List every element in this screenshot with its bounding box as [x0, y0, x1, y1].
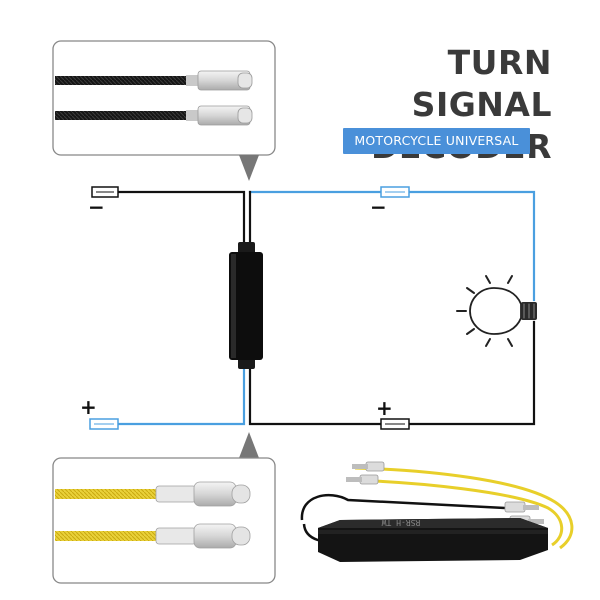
black-wire	[116, 190, 246, 255]
callout-pointer	[239, 432, 259, 458]
callout-pointer	[239, 155, 259, 181]
light-bulb-icon	[456, 275, 537, 347]
plus-sign-left: +	[80, 395, 97, 419]
connector-symbol	[89, 418, 119, 430]
yellow-wire	[347, 478, 564, 547]
black-wire	[407, 320, 536, 426]
blue-wire	[248, 190, 536, 302]
bullet-connector	[186, 105, 253, 126]
black-wire	[55, 76, 190, 85]
bullet-connector	[186, 70, 253, 91]
black-wire-inset	[52, 40, 276, 156]
bullet-connector	[155, 481, 251, 507]
black-wire	[55, 111, 190, 120]
yellow-wire	[55, 489, 160, 499]
title-line-1: TURN SIGNAL	[411, 43, 552, 124]
yellow-wire-inset	[52, 457, 276, 584]
yellow-wire	[55, 531, 160, 541]
black-wire	[300, 493, 506, 521]
connector-symbol	[91, 186, 119, 198]
spade-terminal	[504, 501, 539, 513]
minus-sign-right: −	[370, 195, 387, 219]
spade-terminal	[352, 461, 385, 472]
black-wire	[248, 366, 383, 426]
plus-sign-right: +	[376, 396, 393, 420]
bullet-connector	[155, 523, 251, 549]
blue-wire	[116, 366, 246, 426]
decoder-module-photo	[318, 518, 548, 562]
module-print: RSR-H TW	[382, 518, 421, 527]
decoder-module	[229, 242, 263, 369]
spade-terminal	[346, 474, 379, 485]
subtitle-badge: MOTORCYCLE UNIVERSAL	[343, 128, 530, 154]
connector-symbol	[380, 418, 410, 430]
minus-sign-left: −	[88, 195, 105, 219]
connector-symbol	[380, 186, 410, 198]
yellow-wire	[354, 466, 574, 550]
product-photo: RSR-H TW	[300, 461, 574, 562]
